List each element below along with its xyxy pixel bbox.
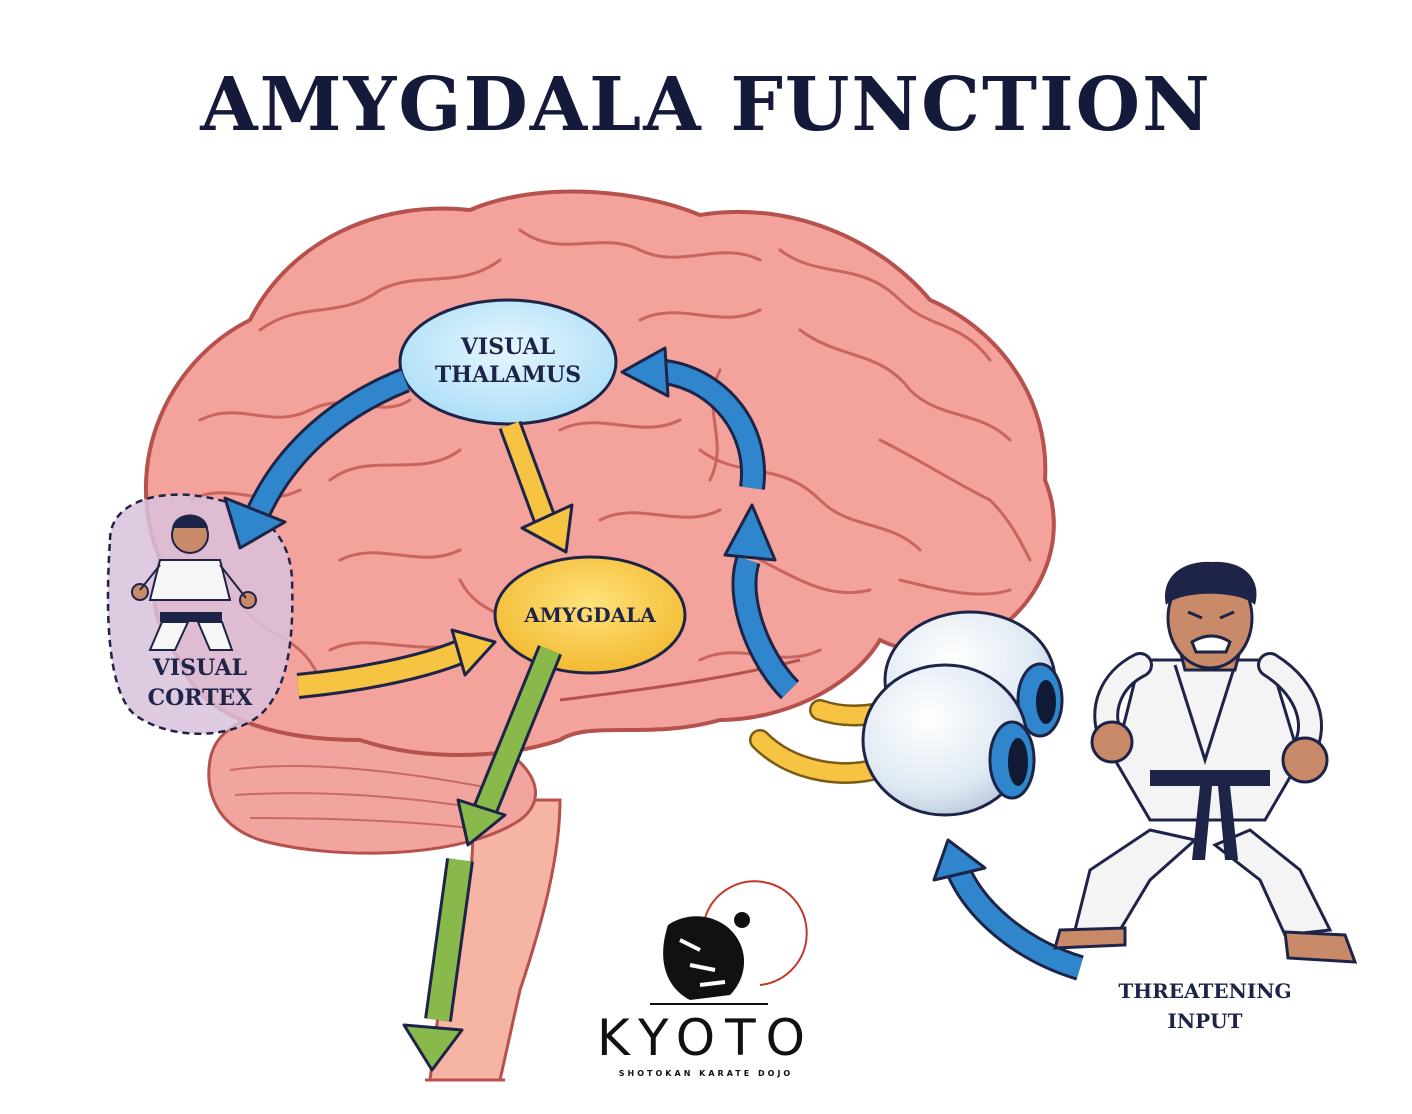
brand-subtitle: SHOTOKAN KARATE DOJO <box>619 1069 793 1078</box>
amygdala-node: AMYGDALA <box>493 555 687 675</box>
brand-logo: KYOTO SHOTOKAN KARATE DOJO <box>597 880 815 1078</box>
visual-cortex-label-line1: VISUAL <box>152 655 247 681</box>
visual-thalamus-label-line2: THALAMUS <box>435 362 581 388</box>
threatening-input-label-line2: INPUT <box>1168 1009 1243 1033</box>
karateka-small-icon <box>131 514 257 651</box>
amygdala-label: AMYGDALA <box>523 603 656 627</box>
eyeball-front-icon <box>861 663 1036 817</box>
brand-name: KYOTO <box>597 1009 815 1067</box>
visual-thalamus-label-line1: VISUAL <box>460 334 555 360</box>
page-title: AMYGDALA FUNCTION <box>200 62 1212 148</box>
visual-cortex-label-line2: CORTEX <box>148 685 254 711</box>
brain-cerebrum <box>144 189 1056 757</box>
yellow-arrows <box>296 420 574 699</box>
green-arrows <box>402 645 563 1072</box>
karateka-large-icon <box>1053 561 1358 964</box>
eyeballs <box>861 610 1064 817</box>
blue-arrows <box>223 346 1084 981</box>
threatening-input-label-line1: THREATENING <box>1118 979 1291 1003</box>
tiger-emblem-icon <box>663 912 750 1000</box>
visual-thalamus-node: VISUAL THALAMUS <box>398 298 618 426</box>
visual-cortex-zone: VISUAL CORTEX <box>106 493 294 735</box>
